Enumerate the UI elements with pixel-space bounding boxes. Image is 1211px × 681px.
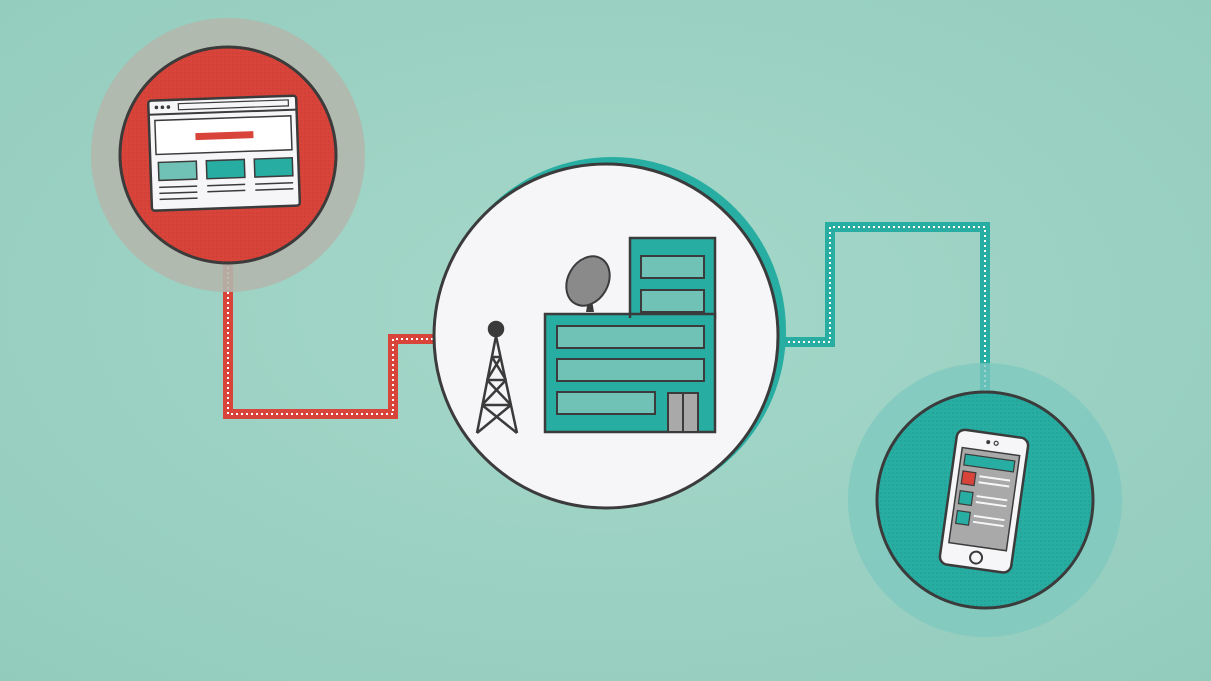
node-data-center — [432, 157, 786, 510]
building-window — [556, 358, 705, 382]
building-window — [556, 325, 705, 349]
node-mobile-phone — [848, 363, 1122, 637]
satellite-dish-icon — [565, 255, 611, 312]
smartphone-icon — [938, 428, 1030, 574]
connector-teal — [783, 222, 990, 395]
building-window — [640, 289, 705, 313]
connector-red — [223, 262, 437, 419]
node-web-browser — [91, 18, 365, 292]
building-window — [640, 255, 705, 279]
office-building-icon — [543, 236, 717, 434]
browser-window-icon — [147, 94, 302, 212]
radio-tower-icon — [475, 320, 519, 434]
building-window — [556, 391, 656, 415]
